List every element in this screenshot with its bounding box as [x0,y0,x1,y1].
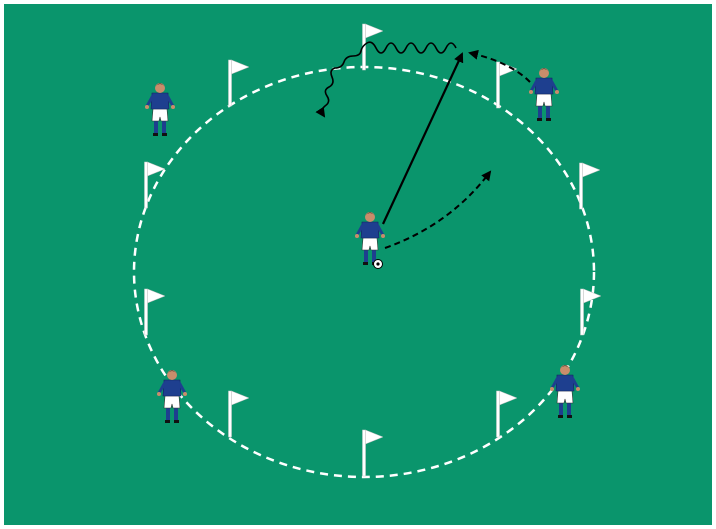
ball [374,260,383,269]
pitch-surface [4,4,712,525]
